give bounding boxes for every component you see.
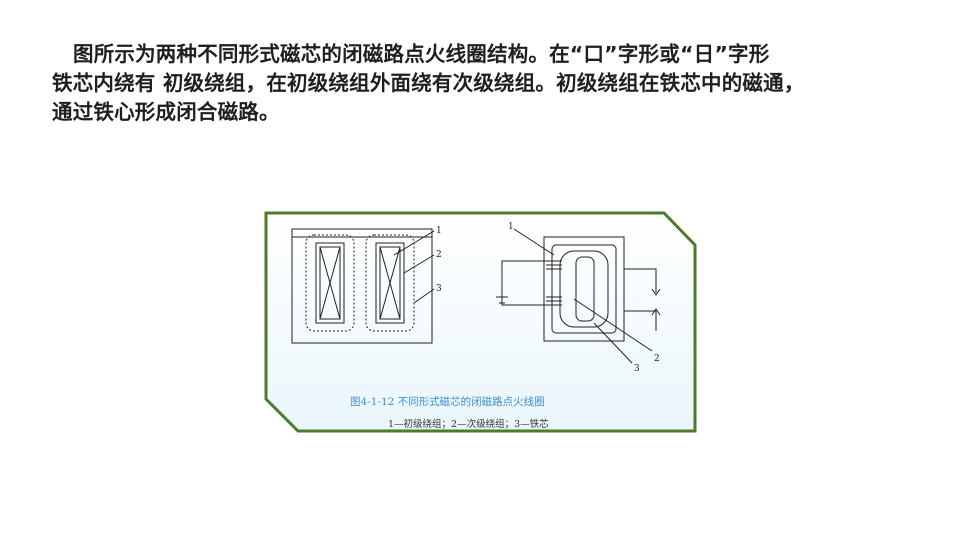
paragraph-line-2: 铁芯内绕有 初级绕组，在初级绕组外面绕有次级绕组。初级绕组在铁芯中的磁通， (52, 71, 805, 95)
figure-border (264, 211, 697, 433)
right-callout-3: 3 (634, 364, 640, 374)
body-paragraph: 图所示为两种不同形式磁芯的闭磁路点火线圈结构。在“口”字形或“日”字形 铁芯内绕… (52, 40, 922, 127)
left-callout-2: 2 (436, 250, 442, 260)
right-callout-2: 2 (654, 354, 660, 364)
left-core-diagram (291, 228, 435, 344)
left-callout-3: 3 (436, 284, 442, 294)
right-callout-1: 1 (508, 222, 514, 232)
right-core-diagram (496, 228, 661, 364)
figure-caption: 图4-1-12 不同形式磁芯的闭磁路点火线圈 (350, 396, 545, 408)
left-callout-1: 1 (436, 226, 442, 236)
paragraph-line-1: 图所示为两种不同形式磁芯的闭磁路点火线圈结构。在“口”字形或“日”字形 (73, 42, 770, 66)
paragraph-line-3: 通过铁心形成闭合磁路。 (52, 100, 280, 124)
ignition-coil-figure: 1 2 3 1 2 3 图4-1-12 不同形式磁芯的闭磁路点火线圈 (264, 211, 697, 433)
figure-legend: 1—初级绕组；2—次级绕组；3—铁芯 (388, 419, 549, 430)
figure-frame: 1 2 3 1 2 3 (264, 211, 697, 433)
